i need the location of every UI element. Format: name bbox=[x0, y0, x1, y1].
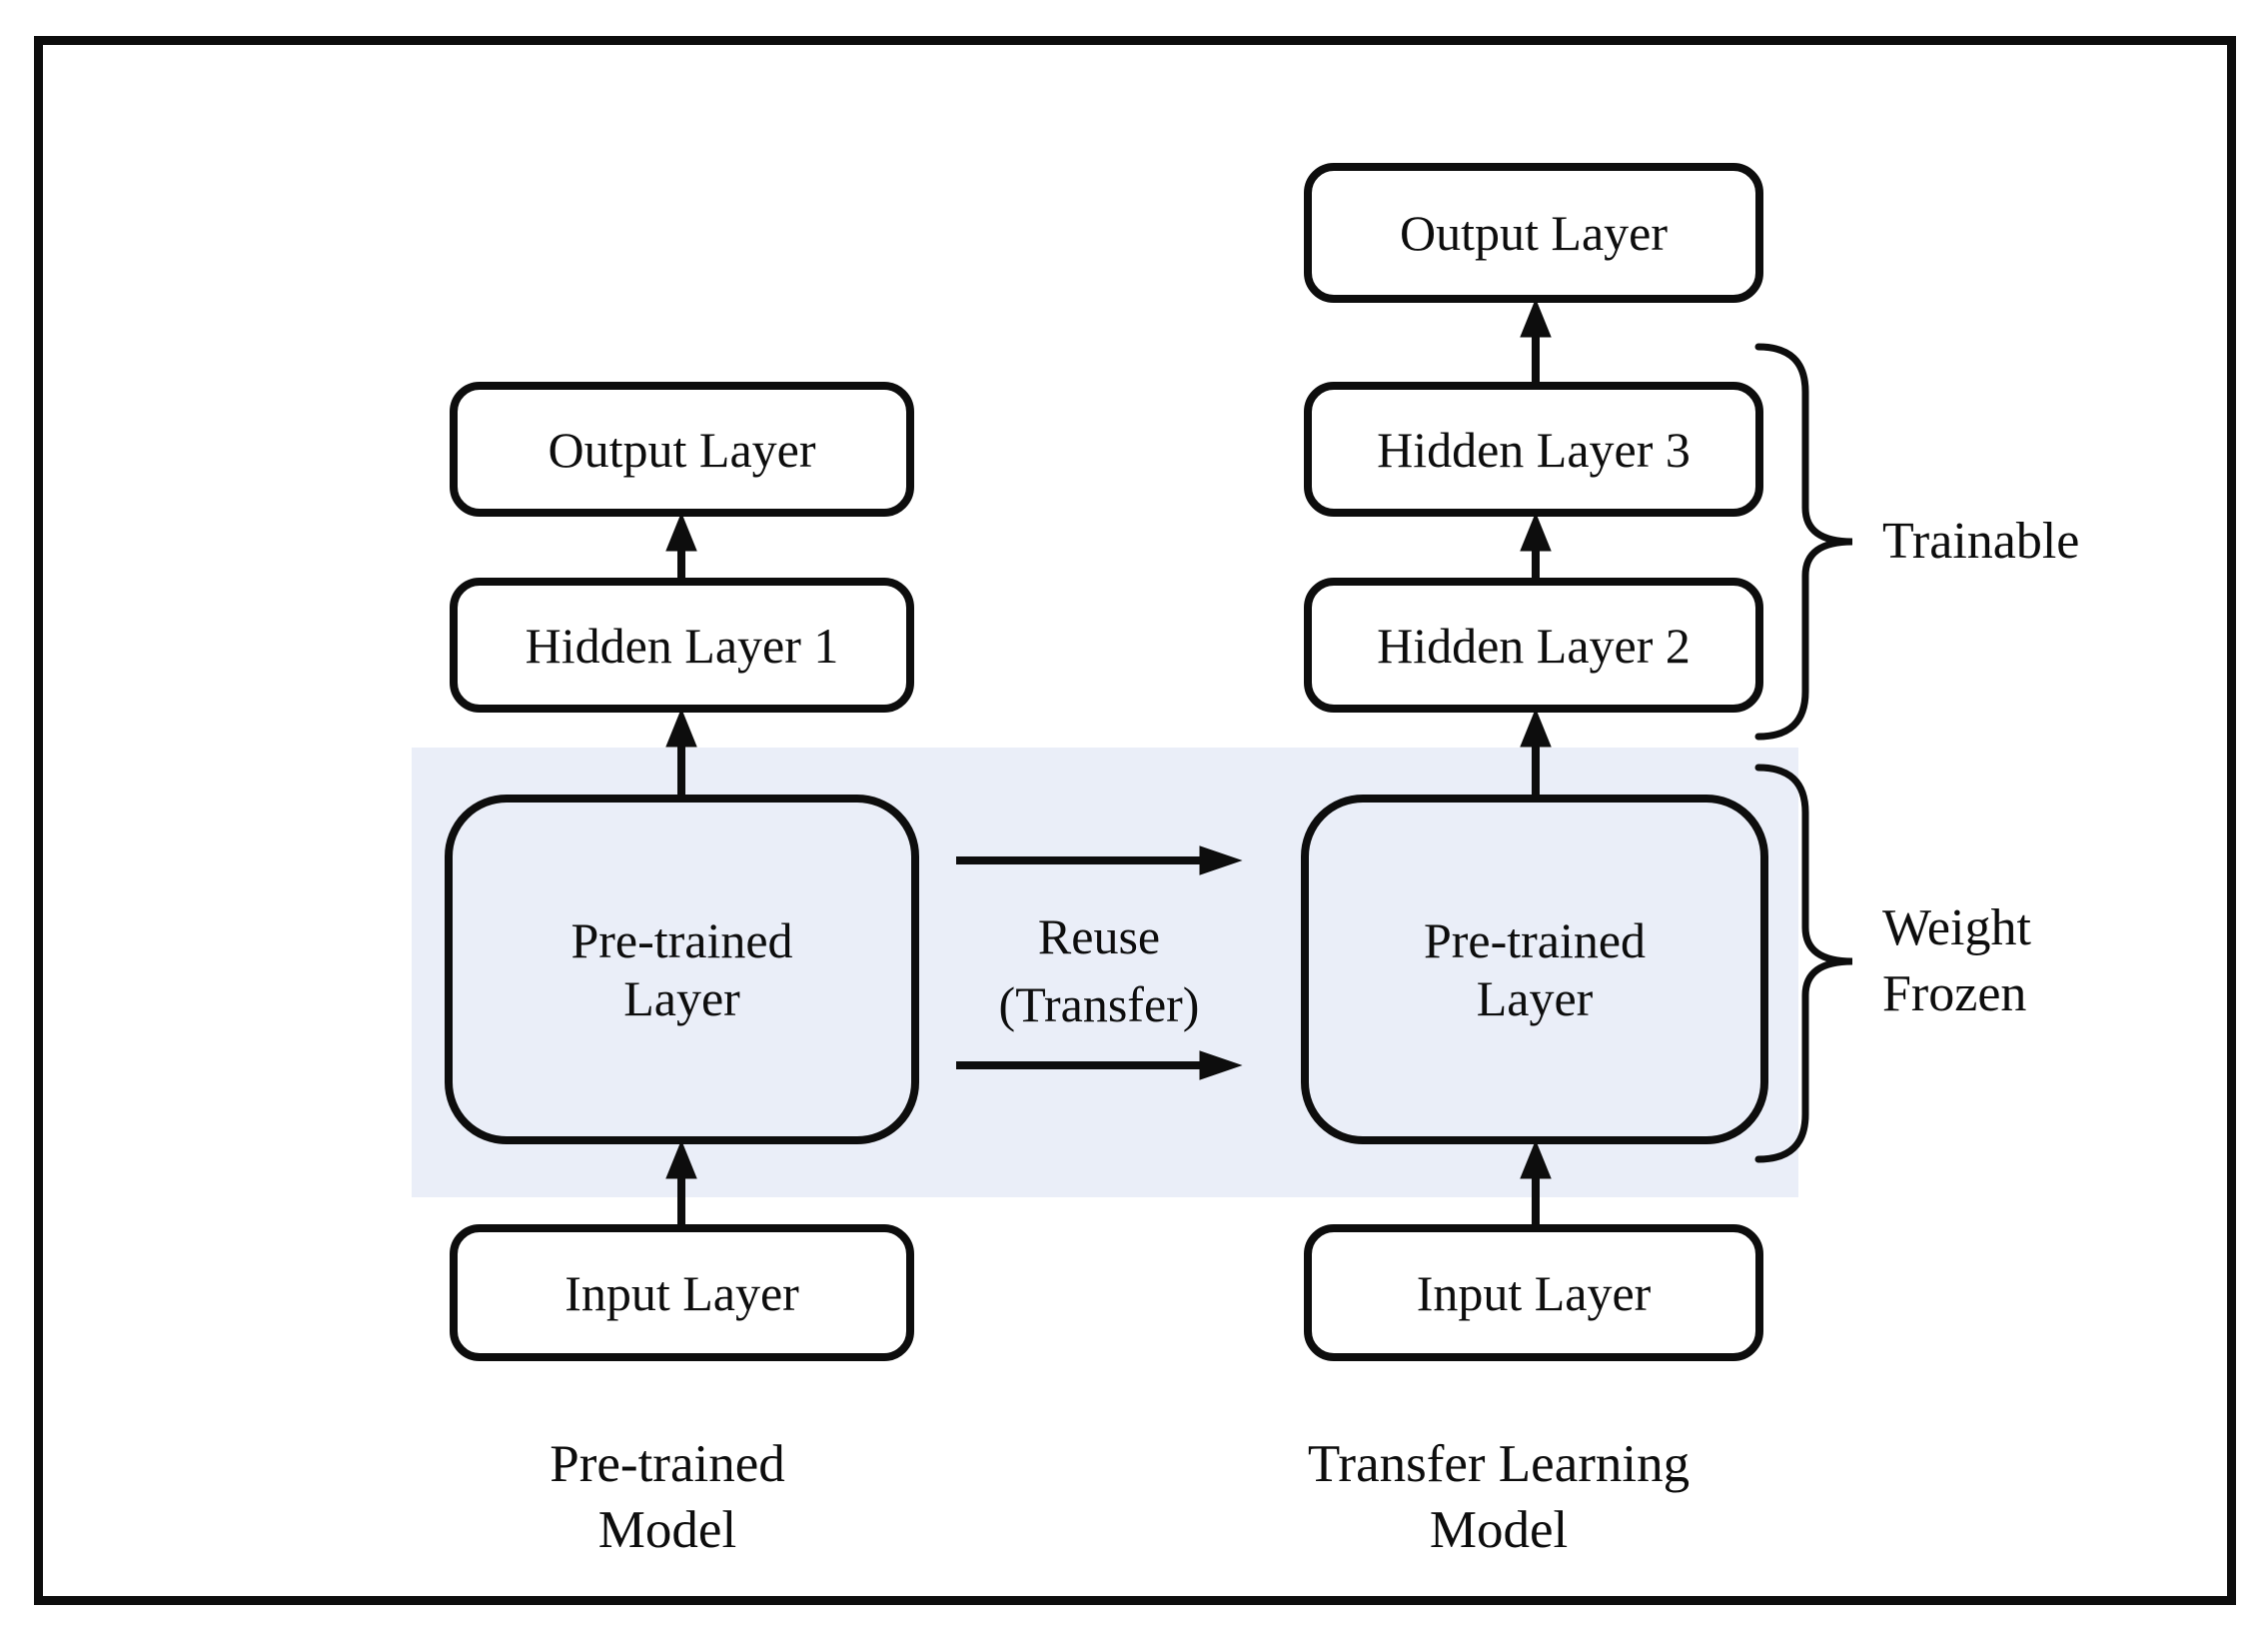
left-output-layer-label: Output Layer bbox=[548, 421, 816, 478]
left-model-caption-line1: Pre-trained bbox=[550, 1435, 785, 1493]
weight-frozen-band bbox=[412, 748, 1798, 1197]
reuse-transfer-label-line1: Reuse bbox=[1037, 908, 1161, 964]
left-input-layer-label: Input Layer bbox=[565, 1264, 799, 1321]
left-model-caption-line2: Model bbox=[597, 1501, 737, 1559]
right-output-layer-box: Output Layer bbox=[1304, 163, 1763, 303]
right-hidden-layer-2-box: Hidden Layer 2 bbox=[1304, 578, 1763, 713]
right-pretrained-layer-label-line2: Layer bbox=[1476, 970, 1594, 1026]
left-hidden-layer-1-label: Hidden Layer 1 bbox=[525, 617, 839, 674]
reuse-transfer-label: Reuse (Transfer) bbox=[999, 902, 1200, 1038]
left-pretrained-layer-label-line2: Layer bbox=[623, 970, 740, 1026]
right-model-caption-line1: Transfer Learning bbox=[1307, 1435, 1691, 1493]
right-input-layer-label: Input Layer bbox=[1416, 1264, 1652, 1321]
right-model-caption-line2: Model bbox=[1429, 1501, 1569, 1559]
reuse-transfer-label-line2: (Transfer) bbox=[998, 976, 1200, 1032]
diagram-border bbox=[34, 36, 2236, 1605]
right-hidden-layer-3-box: Hidden Layer 3 bbox=[1304, 382, 1763, 517]
left-pretrained-layer-label-line1: Pre-trained bbox=[570, 912, 793, 968]
right-pretrained-layer-label-line1: Pre-trained bbox=[1423, 912, 1647, 968]
weight-frozen-label-line2: Frozen bbox=[1882, 965, 2027, 1022]
right-hidden-layer-2-label: Hidden Layer 2 bbox=[1377, 617, 1691, 674]
left-model-caption: Pre-trained Model bbox=[550, 1431, 784, 1563]
weight-frozen-label-line1: Weight bbox=[1882, 899, 2031, 956]
left-output-layer-box: Output Layer bbox=[450, 382, 914, 517]
left-hidden-layer-1-box: Hidden Layer 1 bbox=[450, 578, 914, 713]
right-hidden-layer-3-label: Hidden Layer 3 bbox=[1377, 421, 1691, 478]
right-pretrained-layer-box: Pre-trained Layer bbox=[1301, 795, 1768, 1144]
right-output-layer-label: Output Layer bbox=[1400, 205, 1668, 261]
right-input-layer-box: Input Layer bbox=[1304, 1224, 1763, 1361]
weight-frozen-label: Weight Frozen bbox=[1882, 895, 2031, 1027]
left-pretrained-layer-box: Pre-trained Layer bbox=[445, 795, 919, 1144]
trainable-label: Trainable bbox=[1882, 513, 2080, 570]
left-input-layer-box: Input Layer bbox=[450, 1224, 914, 1361]
right-model-caption: Transfer Learning Model bbox=[1308, 1431, 1690, 1563]
